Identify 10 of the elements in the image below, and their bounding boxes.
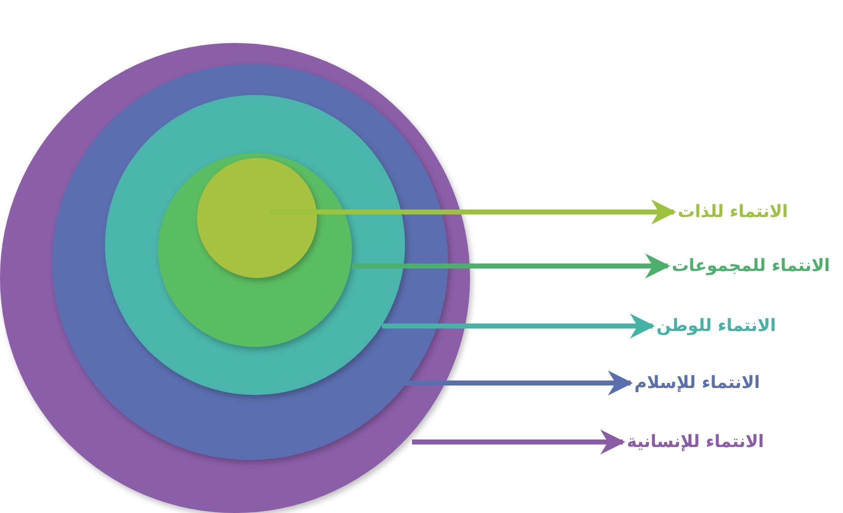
label: الانتماء للإسلام <box>632 372 762 394</box>
label: الانتماء للوطن <box>654 315 778 337</box>
arrow <box>270 200 676 224</box>
circle <box>197 158 317 278</box>
arrow <box>382 314 655 338</box>
arrow <box>352 254 670 278</box>
arrow <box>412 430 626 454</box>
label: الانتماء للذات <box>676 201 790 223</box>
label: الانتماء للمجموعات <box>670 255 832 277</box>
label: الانتماء للإنسانية <box>624 431 766 453</box>
